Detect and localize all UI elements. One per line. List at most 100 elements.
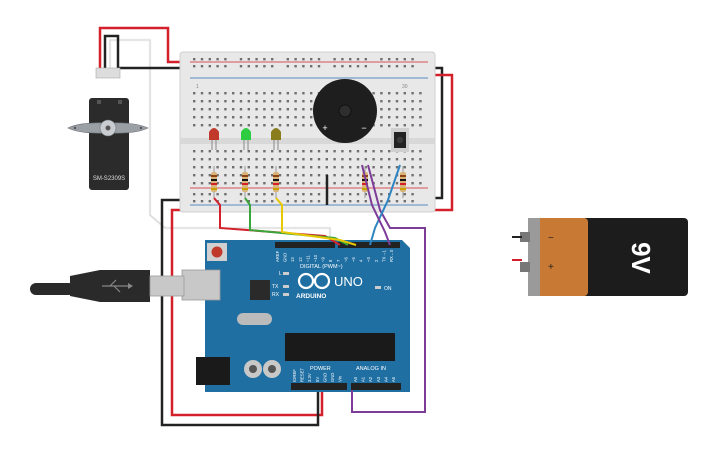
led-yellow[interactable] <box>271 128 281 150</box>
breadboard-hole[interactable] <box>294 166 297 169</box>
breadboard-hole[interactable] <box>411 100 414 103</box>
rail-hole[interactable] <box>247 193 250 196</box>
breadboard-hole[interactable] <box>302 92 305 95</box>
breadboard-hole[interactable] <box>271 116 274 119</box>
breadboard-hole[interactable] <box>239 166 243 169</box>
breadboard-hole[interactable] <box>239 116 243 119</box>
wire-purple-buzzer[interactable] <box>361 164 391 246</box>
breadboard-hole[interactable] <box>403 108 406 111</box>
breadboard-hole[interactable] <box>317 174 321 177</box>
breadboard-hole[interactable] <box>380 158 383 161</box>
piezo-buzzer[interactable]: + − <box>313 79 377 143</box>
breadboard-hole[interactable] <box>278 150 282 153</box>
wire-black-servo-ground[interactable] <box>103 34 190 74</box>
breadboard-hole[interactable] <box>200 158 204 161</box>
breadboard-hole[interactable] <box>364 166 367 169</box>
breadboard-hole[interactable] <box>263 124 266 127</box>
breadboard-hole[interactable] <box>271 166 274 169</box>
breadboard-hole[interactable] <box>395 116 399 119</box>
breadboard-hole[interactable] <box>302 116 305 119</box>
breadboard-hole[interactable] <box>302 100 305 103</box>
breadboard-hole[interactable] <box>200 166 204 169</box>
breadboard-hole[interactable] <box>317 182 321 185</box>
rail-hole[interactable] <box>294 58 297 61</box>
breadboard-hole[interactable] <box>411 92 414 95</box>
breadboard-hole[interactable] <box>232 166 235 169</box>
resistor-3[interactable] <box>273 166 279 198</box>
breadboard-hole[interactable] <box>302 174 305 177</box>
breadboard-hole[interactable] <box>200 150 204 153</box>
usb-cable[interactable] <box>30 270 185 302</box>
breadboard-hole[interactable] <box>286 108 289 111</box>
breadboard-hole[interactable] <box>255 92 258 95</box>
breadboard-hole[interactable] <box>278 100 282 103</box>
breadboard-hole[interactable] <box>239 92 243 95</box>
wire-blue-buzzer[interactable] <box>369 164 401 246</box>
breadboard-hole[interactable] <box>263 182 266 185</box>
breadboard-hole[interactable] <box>224 92 227 95</box>
breadboard-hole[interactable] <box>388 158 391 161</box>
breadboard-hole[interactable] <box>333 158 336 161</box>
breadboard-hole[interactable] <box>239 124 243 127</box>
breadboard-hole[interactable] <box>419 116 422 119</box>
rail-hole[interactable] <box>341 65 344 68</box>
breadboard-hole[interactable] <box>224 158 227 161</box>
rail-hole[interactable] <box>271 200 274 203</box>
breadboard-hole[interactable] <box>239 158 243 161</box>
breadboard-hole[interactable] <box>255 182 258 185</box>
breadboard-hole[interactable] <box>208 116 211 119</box>
breadboard-hole[interactable] <box>411 150 414 153</box>
rail-hole[interactable] <box>333 193 336 196</box>
rail-hole[interactable] <box>193 65 196 68</box>
led-red[interactable] <box>209 128 219 150</box>
breadboard-hole[interactable] <box>380 92 383 95</box>
rail-hole[interactable] <box>216 58 219 61</box>
breadboard-hole[interactable] <box>232 182 235 185</box>
breadboard-hole[interactable] <box>395 124 399 127</box>
breadboard-hole[interactable] <box>193 108 196 111</box>
rail-hole[interactable] <box>263 200 266 203</box>
breadboard-hole[interactable] <box>208 92 211 95</box>
breadboard-hole[interactable] <box>286 124 289 127</box>
rail-hole[interactable] <box>224 65 227 68</box>
breadboard-hole[interactable] <box>208 158 211 161</box>
rail-hole[interactable] <box>411 65 414 68</box>
rail-hole[interactable] <box>294 200 297 203</box>
breadboard-hole[interactable] <box>239 174 243 177</box>
breadboard-hole[interactable] <box>388 166 391 169</box>
rail-hole[interactable] <box>364 200 367 203</box>
rail-hole[interactable] <box>364 193 367 196</box>
breadboard-hole[interactable] <box>310 92 313 95</box>
breadboard-hole[interactable] <box>411 108 414 111</box>
breadboard-hole[interactable] <box>193 100 196 103</box>
breadboard-hole[interactable] <box>224 116 227 119</box>
breadboard-hole[interactable] <box>419 92 422 95</box>
breadboard-hole[interactable] <box>271 108 274 111</box>
rail-hole[interactable] <box>395 58 399 61</box>
breadboard-hole[interactable] <box>193 124 196 127</box>
breadboard-hole[interactable] <box>247 150 250 153</box>
breadboard-hole[interactable] <box>232 100 235 103</box>
breadboard-hole[interactable] <box>216 158 219 161</box>
servo-motor[interactable]: SM-S2309S <box>67 67 149 190</box>
breadboard-hole[interactable] <box>286 166 289 169</box>
breadboard-hole[interactable] <box>294 92 297 95</box>
breadboard-hole[interactable] <box>278 124 282 127</box>
breadboard-hole[interactable] <box>216 182 219 185</box>
breadboard-hole[interactable] <box>403 158 406 161</box>
breadboard-hole[interactable] <box>224 150 227 153</box>
rail-hole[interactable] <box>224 193 227 196</box>
rail-hole[interactable] <box>239 193 243 196</box>
rail-hole[interactable] <box>364 65 367 68</box>
rail-hole[interactable] <box>208 58 211 61</box>
rail-hole[interactable] <box>403 200 406 203</box>
breadboard-hole[interactable] <box>419 158 422 161</box>
breadboard-hole[interactable] <box>247 174 250 177</box>
breadboard-hole[interactable] <box>247 166 250 169</box>
breadboard-hole[interactable] <box>372 92 375 95</box>
breadboard-hole[interactable] <box>356 182 360 185</box>
breadboard-hole[interactable] <box>403 124 406 127</box>
rail-hole[interactable] <box>208 65 211 68</box>
breadboard-hole[interactable] <box>247 158 250 161</box>
rail-hole[interactable] <box>286 65 289 68</box>
